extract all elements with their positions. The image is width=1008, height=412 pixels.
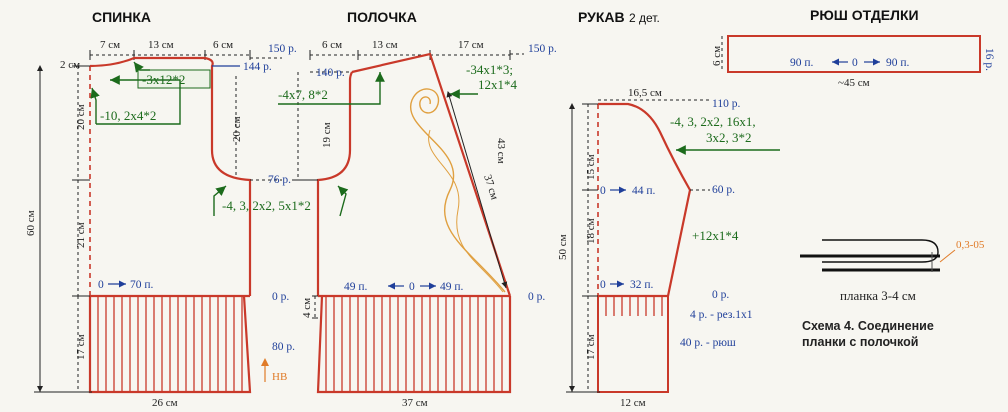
front-neck-formula-1: -34х1*3; xyxy=(466,62,513,77)
back-zero: 0 xyxy=(98,279,104,291)
front-rows-140: 140 р. xyxy=(316,67,345,79)
front-width-13: 13 см xyxy=(372,39,398,51)
back-nv-marker: НВ xyxy=(272,371,287,383)
sleeve-rows-0: 0 р. xyxy=(712,289,729,301)
back-piece: 7 см 13 см 6 см 2 см 20 см 20 см 21 см 6… xyxy=(25,39,297,409)
ruffle-piece: 6 см 16 р. 90 п. 0 90 п. ~45 см xyxy=(711,35,995,89)
back-width-2: 2 см xyxy=(60,59,80,71)
back-side-formula: -10, 2х4*2 xyxy=(100,108,156,123)
front-height-43: 43 см xyxy=(495,138,507,164)
back-stitches-70: 70 п. xyxy=(130,279,154,291)
sleeve-ruffle-rows: 40 р. - рюш xyxy=(680,337,736,349)
placket-width: планка 3-4 см xyxy=(840,288,916,303)
sleeve-top-width: 16,5 см xyxy=(628,87,662,99)
front-height-4: 4 см xyxy=(301,298,313,318)
back-rows-144: 144 р. xyxy=(243,61,272,73)
front-neck-formula-2: 12х1*4 xyxy=(478,77,518,92)
front-bottom-width: 37 см xyxy=(402,397,428,409)
sleeve-cap-formula-1: -4, 3, 2х2, 16х1, xyxy=(670,114,756,129)
placket-scheme: 0,3-05 планка 3-4 см Схема 4. Соединение… xyxy=(800,239,985,349)
back-rows-76: 76 р. xyxy=(268,174,291,186)
back-rows-80: 80 р. xyxy=(272,341,295,353)
back-height-20b: 20 см xyxy=(231,116,243,142)
sleeve-cap-formula-2: 3х2, 3*2 xyxy=(706,130,752,145)
back-rows-0: 0 р. xyxy=(272,291,289,303)
back-width-7: 7 см xyxy=(100,39,120,51)
front-title: ПОЛОЧКА xyxy=(347,9,417,25)
back-width-13: 13 см xyxy=(148,39,174,51)
sleeve-stitches-44: 44 п. xyxy=(632,185,656,197)
front-zero: 0 xyxy=(409,281,415,293)
front-piece: 6 см 13 см 17 см 150 р. 140 р. 19 см 4 с… xyxy=(213,39,557,409)
placket-thickness: 0,3-05 xyxy=(956,239,985,251)
front-shoulder-formula: -4х7, 8*2 xyxy=(278,87,328,102)
sleeve-title: РУКАВ xyxy=(578,9,625,25)
back-height-20a: 20 см xyxy=(75,104,87,130)
back-height-21: 21 см xyxy=(75,222,87,248)
scheme-caption-2: планки с полочкой xyxy=(802,335,918,349)
front-stitches-right: 49 п. xyxy=(440,281,464,293)
front-rows-0: 0 р. xyxy=(528,291,545,303)
back-height-60: 60 см xyxy=(25,210,37,236)
sleeve-height-50: 50 см xyxy=(557,234,569,260)
back-rows-150: 150 р. xyxy=(268,43,297,55)
front-height-19: 19 см xyxy=(321,122,333,148)
sleeve-rib-rows: 4 р. - рез.1х1 xyxy=(690,309,753,321)
sleeve-height-18: 18 см xyxy=(585,218,597,244)
back-bottom-width: 26 см xyxy=(152,397,178,409)
arm-formula: -4, 3, 2х2, 5х1*2 xyxy=(222,198,311,213)
ruffle-stitches-right: 90 п. xyxy=(886,57,910,69)
front-width-6: 6 см xyxy=(322,39,342,51)
sleeve-stitches-32: 32 п. xyxy=(630,279,654,291)
ruffle-stitches-left: 90 п. xyxy=(790,57,814,69)
sleeve-inc-formula: +12х1*4 xyxy=(692,228,739,243)
front-width-17: 17 см xyxy=(458,39,484,51)
back-title: СПИНКА xyxy=(92,9,151,25)
sleeve-zero-a: 0 xyxy=(600,185,606,197)
front-rows-150: 150 р. xyxy=(528,43,557,55)
back-width-6: 6 см xyxy=(213,39,233,51)
sleeve-height-17: 17 см xyxy=(585,334,597,360)
sleeve-bottom-width: 12 см xyxy=(620,397,646,409)
ruffle-length: ~45 см xyxy=(838,77,870,89)
sleeve-height-15: 15 см xyxy=(585,154,597,180)
back-height-17: 17 см xyxy=(75,334,87,360)
sleeve-zero-b: 0 xyxy=(600,279,606,291)
front-diag-37: 37 см xyxy=(481,173,500,201)
ruffle-zero: 0 xyxy=(852,57,858,69)
sleeve-piece: 16,5 см 110 р. 60 р. 0 р. -4, 3, 2х2, 16… xyxy=(557,87,780,409)
front-stitches-left: 49 п. xyxy=(344,281,368,293)
sleeve-count: 2 дет. xyxy=(629,11,660,25)
ruffle-title: РЮШ ОТДЕЛКИ xyxy=(810,7,919,23)
sleeve-rows-110: 110 р. xyxy=(712,98,740,110)
ruffle-rows-16: 16 р. xyxy=(983,48,995,71)
scheme-caption-1: Схема 4. Соединение xyxy=(802,319,934,333)
sleeve-rows-60: 60 р. xyxy=(712,184,735,196)
ruffle-height-6: 6 см xyxy=(711,46,723,66)
